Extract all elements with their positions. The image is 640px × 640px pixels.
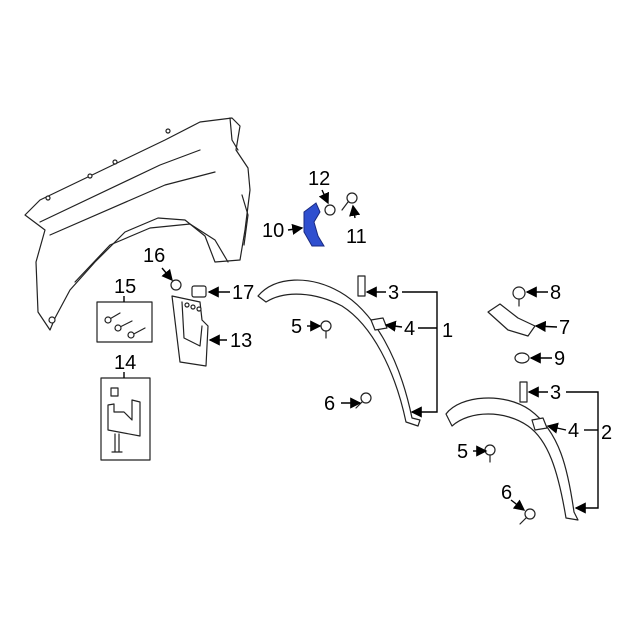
- callout-11: 11: [346, 226, 367, 248]
- part-13-mud-flap[interactable]: [171, 295, 209, 367]
- part-8-bolt[interactable]: [512, 286, 526, 307]
- callout-9: 9: [554, 348, 565, 370]
- part-12-nut[interactable]: [324, 204, 336, 216]
- part-17-clip[interactable]: [191, 285, 207, 298]
- callout-3-rear: 3: [550, 382, 561, 404]
- callout-5-front: 5: [291, 316, 302, 338]
- callout-10: 10: [262, 220, 284, 242]
- callout-4-rear: 4: [568, 420, 579, 442]
- callout-17: 17: [232, 282, 254, 304]
- callout-6-front: 6: [324, 393, 335, 415]
- part-15-screw-kit[interactable]: [96, 301, 153, 343]
- part-14-mud-flap-kit[interactable]: [100, 377, 151, 461]
- callout-5-rear: 5: [457, 441, 468, 463]
- callout-2: 2: [601, 422, 612, 444]
- callout-15: 15: [114, 276, 136, 298]
- callout-16: 16: [143, 245, 165, 267]
- callout-12: 12: [308, 168, 330, 190]
- part-10-bracket[interactable]: [303, 202, 325, 247]
- callout-labels: 12 11 10 16 17 15 13 14 5 3 4 1 6 8 7 9 …: [114, 168, 612, 504]
- callout-6-rear: 6: [501, 482, 512, 504]
- part-11-bolt[interactable]: [341, 192, 358, 211]
- callout-13: 13: [230, 330, 252, 352]
- callout-8: 8: [550, 282, 561, 304]
- part-7-bracket[interactable]: [487, 303, 536, 337]
- part-2-wheel-opening-molding[interactable]: [445, 381, 579, 525]
- fender-illustration: [24, 117, 251, 331]
- part-9-nut[interactable]: [514, 352, 530, 364]
- callout-1: 1: [442, 320, 453, 342]
- callout-7: 7: [559, 317, 570, 339]
- leader-lines: [123, 189, 599, 514]
- callout-14: 14: [114, 352, 136, 374]
- part-16-nut[interactable]: [170, 279, 182, 291]
- callout-4-front: 4: [404, 318, 415, 340]
- callout-3-front: 3: [388, 282, 399, 304]
